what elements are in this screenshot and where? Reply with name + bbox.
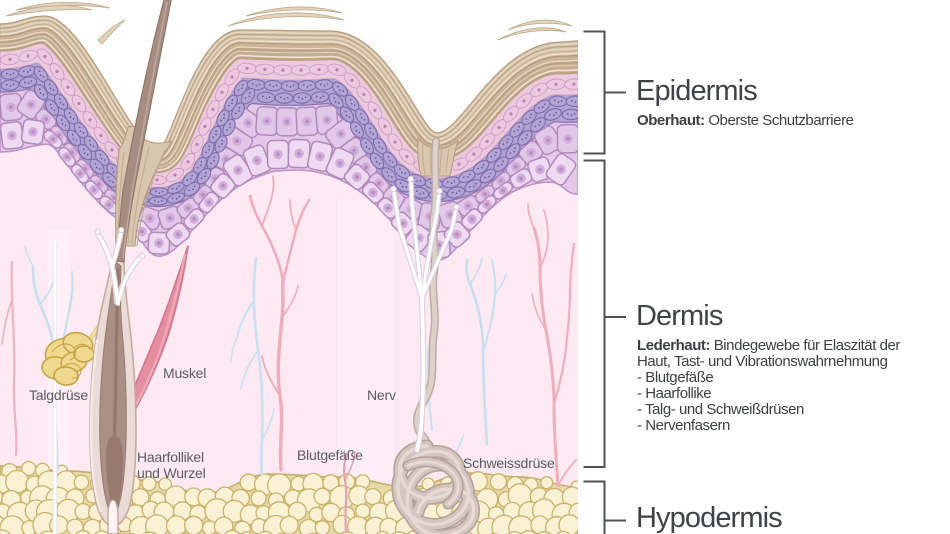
svg-text:Talgdrüse: Talgdrüse	[29, 387, 88, 403]
svg-text:Blutgefäße: Blutgefäße	[297, 447, 363, 463]
svg-text:und Wurzel: und Wurzel	[137, 465, 206, 481]
svg-text:Haarfollikel: Haarfollikel	[137, 449, 204, 465]
svg-text:Nerv: Nerv	[367, 387, 396, 403]
svg-text:Schweissdrüse: Schweissdrüse	[463, 455, 555, 471]
svg-text:Muskel: Muskel	[163, 365, 206, 381]
